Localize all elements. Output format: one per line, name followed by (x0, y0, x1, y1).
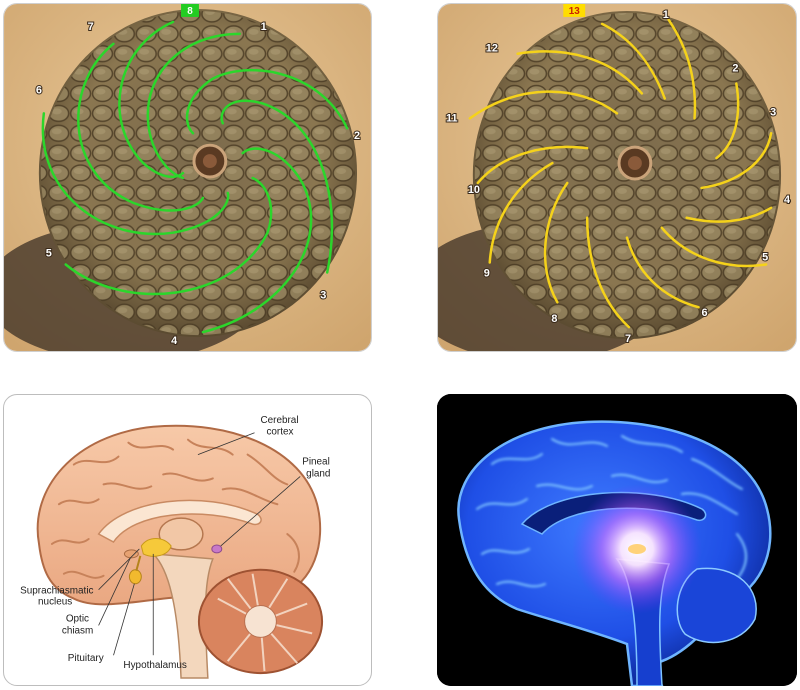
spiral-number: 3 (320, 289, 326, 301)
spiral-number: 1 (261, 21, 267, 33)
hypothalamus-region (140, 538, 172, 557)
spiral-numbers: 1 2 3 4 5 6 7 8 9 10 11 12 (445, 8, 792, 346)
badge-label: 8 (187, 6, 193, 17)
spiral-3 (700, 132, 773, 190)
spiral-number: 2 (354, 130, 360, 142)
spiral-6 (41, 112, 230, 236)
cerebellum (676, 567, 757, 644)
spiral-number: 4 (784, 194, 791, 206)
label-leader-lines (98, 432, 301, 656)
label-pineal-gland-2: gland (306, 468, 330, 479)
brain-folds (476, 435, 747, 588)
pinecone-green-spirals-panel: 1 2 3 4 5 6 7 8 (3, 3, 372, 352)
spiral-7 (77, 42, 205, 212)
yellow-spirals (468, 18, 773, 329)
spiral-7 (585, 216, 631, 329)
pinecone-green-illustration: 1 2 3 4 5 6 7 8 (4, 4, 371, 351)
spiral-10 (476, 145, 589, 185)
label-suprachiasmatic-1: Suprachiasmatic (20, 586, 93, 597)
spiral-5 (660, 226, 768, 268)
spiral-9 (488, 161, 554, 264)
pinecone-yellow-illustration: 1 2 3 4 5 6 7 8 9 10 11 12 13 (438, 4, 796, 351)
glowing-brain-illustration (437, 394, 797, 686)
corpus-callosum (97, 499, 262, 543)
spiral-8 (543, 181, 569, 304)
spiral-number: 10 (468, 184, 480, 196)
spiral-5 (64, 176, 273, 296)
brain-labels: Cerebral cortex Pineal gland Suprachiasm… (20, 415, 330, 671)
brain-anatomy-diagram-panel: Cerebral cortex Pineal gland Suprachiasm… (3, 394, 372, 686)
spiral-6 (625, 236, 700, 309)
spiral-number: 1 (663, 9, 669, 21)
label-cerebral-cortex-1: Cerebral (260, 415, 298, 426)
spiral-number: 5 (46, 248, 52, 260)
spiral-number: 7 (625, 333, 631, 345)
label-suprachiasmatic-2: nucleus (38, 597, 72, 608)
spiral-3 (220, 99, 334, 274)
glowing-brain-panel (437, 394, 797, 686)
spiral-numbers: 1 2 3 4 5 6 7 (35, 20, 361, 348)
spiral-11 (468, 90, 619, 120)
label-optic-chiasm-1: Optic (66, 613, 89, 624)
brain-sagittal-diagram: Cerebral cortex Pineal gland Suprachiasm… (20, 415, 330, 679)
pituitary-gland (128, 569, 142, 585)
optic-chiasm (123, 549, 139, 559)
spiral-1 (146, 32, 241, 180)
spiral-number: 4 (171, 335, 178, 347)
cerebellum (197, 568, 324, 675)
spiral-number: 5 (762, 252, 768, 264)
pineal-gland (628, 544, 646, 554)
label-optic-chiasm-2: chiasm (62, 625, 93, 636)
pinecone-yellow-spirals-panel: 1 2 3 4 5 6 7 8 9 10 11 12 13 (437, 3, 797, 352)
thalamus (158, 517, 204, 551)
spiral-1 (667, 18, 697, 120)
spiral-number: 9 (484, 267, 490, 279)
spiral-4 (201, 147, 313, 334)
label-hypothalamus: Hypothalamus (123, 660, 186, 671)
spiral-number: 12 (486, 43, 498, 55)
spiral-count-badge: 13 (563, 4, 586, 17)
spiral-2 (185, 68, 349, 135)
spiral-8 (118, 20, 185, 179)
brainstem (151, 552, 214, 679)
spiral-number: 6 (702, 307, 708, 319)
spiral-count-badge: 8 (181, 4, 199, 17)
spiral-number: 3 (770, 106, 776, 118)
spiral-13 (600, 22, 666, 100)
pineal-gland (211, 544, 223, 554)
badge-label: 13 (569, 6, 581, 17)
gyri-folds (50, 438, 300, 579)
spiral-4 (685, 206, 773, 223)
spiral-number: 2 (732, 63, 738, 75)
spiral-number: 11 (446, 112, 458, 124)
spiral-12 (516, 50, 644, 95)
label-pineal-gland-1: Pineal (302, 457, 330, 468)
green-spirals (41, 20, 349, 334)
spiral-number: 7 (88, 21, 94, 33)
spiral-2 (715, 82, 740, 160)
label-pituitary: Pituitary (68, 653, 104, 664)
label-cerebral-cortex-2: cortex (266, 427, 293, 438)
spiral-number: 8 (551, 313, 557, 325)
spiral-number: 6 (36, 84, 42, 96)
